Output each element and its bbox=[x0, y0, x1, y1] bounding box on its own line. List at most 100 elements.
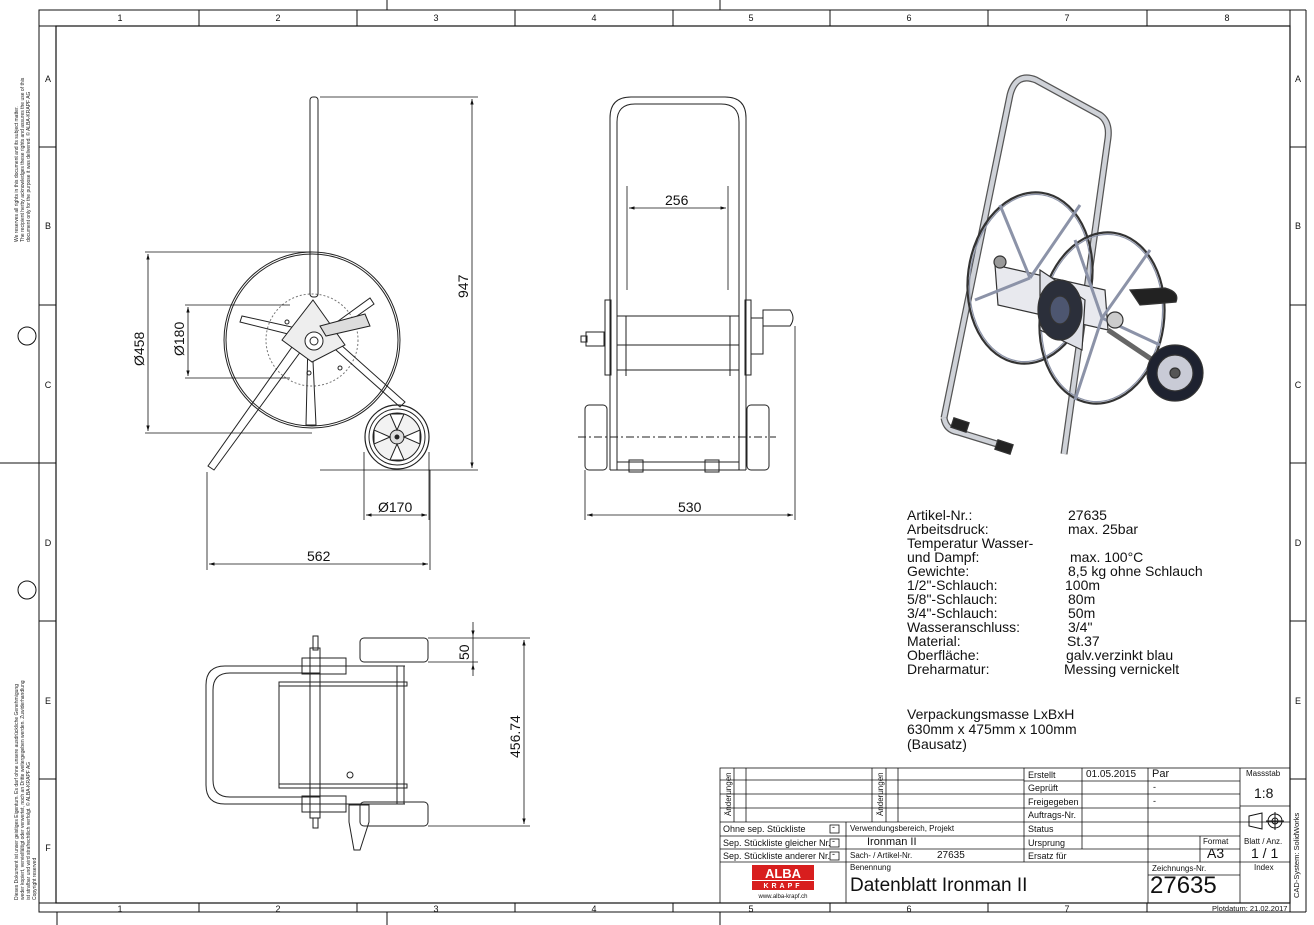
cad-system: CAD-System: SolidWorks bbox=[1292, 812, 1301, 898]
zone-row-b-right: B bbox=[1295, 221, 1301, 231]
zone-row-c-left: C bbox=[45, 380, 52, 390]
spec-label: Artikel-Nr.: bbox=[907, 507, 973, 523]
dim-wheel-diameter: Ø170 bbox=[378, 499, 412, 515]
status-label: Status bbox=[1028, 824, 1054, 834]
ersatz-label: Ersatz für bbox=[1028, 851, 1067, 861]
spec-label: Temperatur Wasser- bbox=[907, 535, 1034, 551]
dim-width-530: 530 bbox=[678, 499, 702, 515]
dim-width-256: 256 bbox=[665, 192, 689, 208]
format-label: Format bbox=[1203, 837, 1229, 846]
zone-row-e-right: E bbox=[1295, 696, 1301, 706]
zone-row-d-right: D bbox=[1295, 538, 1302, 548]
spec-value: 80m bbox=[1068, 591, 1096, 607]
copyright-notice-en: We reserves all rights in this document … bbox=[14, 77, 32, 242]
svg-text:KRAPF: KRAPF bbox=[763, 883, 802, 890]
dim-depth-562: 562 bbox=[307, 548, 331, 564]
zone-row-a-left: A bbox=[45, 74, 51, 84]
packaging-line-1: Verpackungsmasse LxBxH bbox=[907, 706, 1075, 722]
side-view bbox=[207, 96, 430, 471]
zone-col-1-top: 1 bbox=[117, 13, 122, 23]
spec-value: 100m bbox=[1065, 577, 1101, 593]
svg-text:www.alba-krapf.ch: www.alba-krapf.ch bbox=[757, 894, 807, 900]
zone-row-f-left: F bbox=[45, 843, 51, 853]
title-block bbox=[719, 767, 1291, 904]
zone-col-8-top: 8 bbox=[1224, 13, 1229, 23]
zone-col-5-top: 5 bbox=[748, 13, 753, 23]
zone-row-b-left: B bbox=[45, 221, 51, 231]
gleicher-checkbox[interactable]: - bbox=[832, 836, 835, 846]
sach-label: Sach- / Artikel-Nr. bbox=[850, 851, 913, 860]
geprueft-value: - bbox=[1153, 782, 1156, 792]
front-view bbox=[578, 96, 794, 473]
spec-label: Oberfläche: bbox=[907, 647, 980, 663]
spec-list: Artikel-Nr.: 27635 Arbeitsdruck: max. 25ba… bbox=[907, 508, 1237, 683]
sep-gleicher-label: Sep. Stückliste gleicher Nr. bbox=[723, 838, 831, 848]
svg-text:ALBA: ALBA bbox=[765, 866, 802, 881]
projection-symbol-icon bbox=[1248, 812, 1284, 830]
punch-hole-top bbox=[17, 326, 37, 346]
dim-wheel-width-50: 50 bbox=[456, 644, 472, 660]
zeichnung-label: Zeichnungs-Nr. bbox=[1152, 864, 1207, 873]
spec-value: max. 100°C bbox=[1070, 549, 1144, 565]
geprueft-label: Geprüft bbox=[1028, 783, 1059, 793]
packaging-info: Verpackungsmasse LxBxH 630mm x 475mm x 1… bbox=[907, 707, 1077, 752]
dim-reel-diameter: Ø458 bbox=[131, 332, 147, 366]
spec-label: Material: bbox=[907, 633, 961, 649]
zone-col-7-top: 7 bbox=[1064, 13, 1069, 23]
spec-label: Dreharmatur: bbox=[907, 661, 990, 677]
dim-depth-456: 456.74 bbox=[507, 715, 523, 758]
zone-col-1-bottom: 1 bbox=[117, 904, 122, 914]
erstellt-by: Par bbox=[1152, 768, 1170, 780]
spec-value: max. 25bar bbox=[1068, 521, 1139, 537]
auftrags-label: Auftrags-Nr. bbox=[1028, 810, 1077, 820]
dim-hub-diameter: Ø180 bbox=[171, 322, 187, 356]
freigegeben-value: - bbox=[1153, 796, 1156, 806]
aenderungen-label-right: Änderungen bbox=[876, 772, 885, 816]
ursprung-label: Ursprung bbox=[1028, 838, 1066, 848]
zone-col-3-bottom: 3 bbox=[433, 904, 438, 914]
zone-col-7-bottom: 7 bbox=[1064, 904, 1069, 914]
blatt-label: Blatt / Anz. bbox=[1244, 837, 1283, 846]
zone-col-2-top: 2 bbox=[275, 13, 280, 23]
punch-hole-bottom bbox=[17, 580, 37, 600]
zone-col-3-top: 3 bbox=[433, 13, 438, 23]
index-label: Index bbox=[1254, 863, 1274, 872]
spec-value: 3/4" bbox=[1068, 619, 1093, 635]
ohne-stueckliste-label: Ohne sep. Stückliste bbox=[723, 824, 806, 834]
packaging-line-2: 630mm x 475mm x 100mm bbox=[907, 721, 1077, 737]
spec-value: galv.verzinkt blau bbox=[1066, 647, 1174, 663]
spec-label: Arbeitsdruck: bbox=[907, 521, 989, 537]
spec-value: 50m bbox=[1068, 605, 1096, 621]
massstab-label: Massstab bbox=[1246, 769, 1281, 778]
sep-anderer-label: Sep. Stückliste anderer Nr. bbox=[723, 851, 831, 861]
spec-label: 5/8"-Schlauch: bbox=[907, 591, 998, 607]
zone-col-4-top: 4 bbox=[591, 13, 596, 23]
zone-col-4-bottom: 4 bbox=[591, 904, 596, 914]
ohne-checkbox[interactable]: - bbox=[832, 822, 835, 832]
spec-value: Messing vernickelt bbox=[1064, 661, 1180, 677]
plot-date: Plotdatum: 21.02.2017 bbox=[1212, 904, 1288, 913]
zone-row-e-left: E bbox=[45, 696, 51, 706]
massstab-value: 1:8 bbox=[1254, 785, 1274, 801]
zone-col-5-bottom: 5 bbox=[748, 904, 753, 914]
dim-height-947: 947 bbox=[455, 274, 471, 298]
verwendung-label: Verwendungsbereich, Projekt bbox=[850, 824, 955, 833]
aenderungen-label-left: Änderungen bbox=[724, 772, 733, 816]
erstellt-label: Erstellt bbox=[1028, 770, 1056, 780]
anderer-checkbox[interactable]: - bbox=[832, 849, 835, 859]
sach-value: 27635 bbox=[937, 850, 965, 861]
spec-label: und Dampf: bbox=[907, 549, 980, 565]
copyright-notice-de: Dieses Dokument ist unser geistiges Eige… bbox=[14, 680, 38, 900]
isometric-view bbox=[940, 74, 1204, 455]
erstellt-date: 01.05.2015 bbox=[1086, 769, 1137, 780]
zone-col-6-top: 6 bbox=[906, 13, 911, 23]
spec-label: Wasseranschluss: bbox=[907, 619, 1021, 635]
spec-label: 1/2"-Schlauch: bbox=[907, 577, 998, 593]
spec-value: 27635 bbox=[1068, 507, 1107, 523]
spec-value: 8,5 kg ohne Schlauch bbox=[1068, 563, 1203, 579]
spec-value: St.37 bbox=[1067, 633, 1100, 649]
top-view bbox=[205, 635, 429, 851]
spec-label: Gewichte: bbox=[907, 563, 970, 579]
zone-row-d-left: D bbox=[45, 538, 52, 548]
